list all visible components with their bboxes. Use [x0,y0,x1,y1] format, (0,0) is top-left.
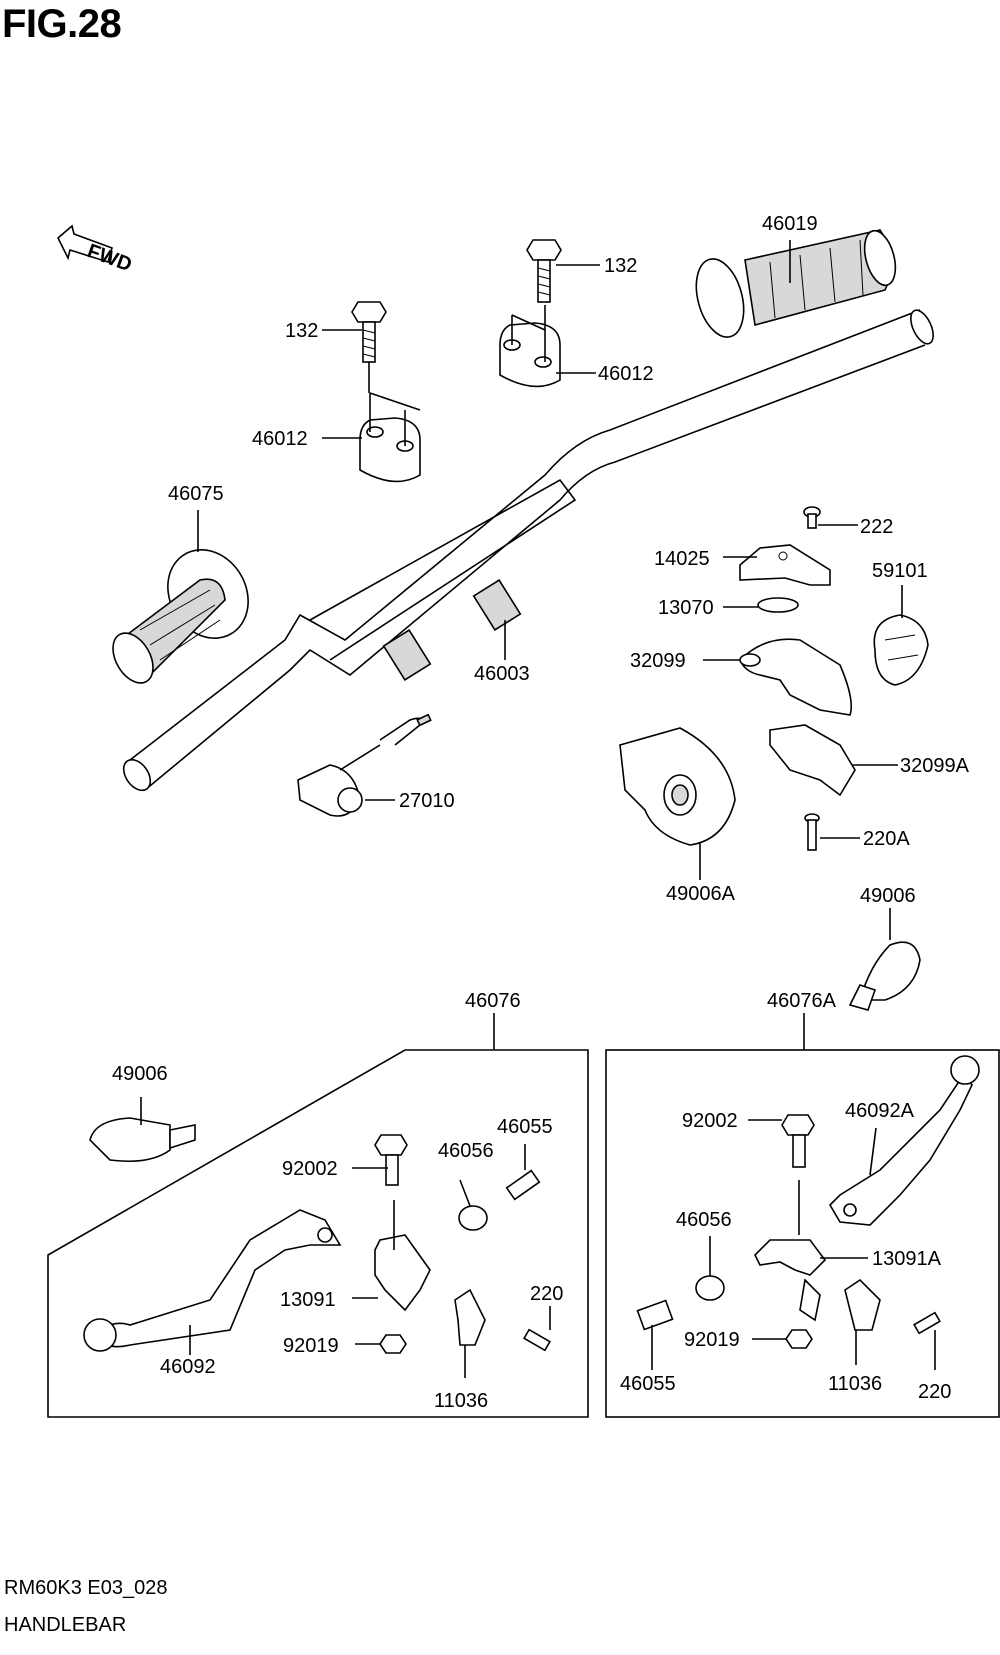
housing-upper-part [739,638,853,716]
label-13091A: 13091A [872,1248,942,1270]
label-13091: 13091 [280,1289,336,1311]
cover-part [739,544,831,586]
throttle-part [873,614,929,686]
housing-lower-part [769,724,856,797]
label-46092A: 46092A [845,1100,915,1122]
label-92019-left: 92019 [283,1335,339,1357]
label-14025: 14025 [654,548,710,570]
clamp-11036-left-part [454,1288,486,1346]
label-46055-left: 46055 [497,1116,553,1138]
fwd-label: FWD [84,240,134,276]
label-46019: 46019 [762,213,818,235]
fwd-arrow-icon: FWD [57,224,135,276]
label-46075: 46075 [168,483,224,505]
guard-left-part [89,1117,196,1163]
label-220A: 220A [863,828,910,850]
lever-assy-left-frame [47,1013,589,1418]
guard-inner-part [619,727,736,846]
label-27010: 27010 [399,790,455,812]
screw-220-left-part [523,1328,551,1352]
label-46092: 46092 [160,1356,216,1378]
clamp-13070-part [757,597,799,613]
label-46056-left: 46056 [438,1140,494,1162]
label-132-right: 132 [604,255,637,277]
holder-13091A-part [754,1239,827,1322]
lever-left-part [83,1209,342,1352]
screw-220A-part [804,813,820,851]
holder-left-part [359,392,421,483]
label-92002-left: 92002 [282,1158,338,1180]
label-11036-right: 11036 [828,1373,882,1395]
label-46003: 46003 [474,663,530,685]
label-46055-right: 46055 [620,1373,676,1395]
bolt-92002-left-part [374,1134,408,1186]
adjuster-46055-left-part [505,1169,541,1201]
figure-title: FIG.28 [2,2,122,46]
label-32099A: 32099A [900,755,970,777]
bolt-92002-right-part [781,1114,815,1235]
label-11036-left: 11036 [434,1390,488,1412]
nut-46056-right-part [695,1275,725,1301]
adjuster-46055-right-part [636,1299,674,1331]
bolt-left-part [351,301,387,393]
handlebar-part [122,309,934,792]
lever-right-part [828,1055,980,1226]
lever-assy-right-frame [605,1013,1000,1418]
screw-220-right-part [913,1311,941,1335]
switch-part [297,713,432,817]
guard-right-part [848,941,921,1011]
label-49006A: 49006A [666,883,736,905]
label-46012-left: 46012 [252,428,308,450]
label-46012-right: 46012 [598,363,654,385]
label-92002-right: 92002 [682,1110,738,1132]
nut-92019-left-part [379,1334,407,1354]
label-49006-right: 49006 [860,885,916,907]
label-132-left: 132 [285,320,318,342]
label-92019-right: 92019 [684,1329,740,1351]
clamp-11036-right-part [844,1278,881,1331]
nut-92019-right-part [785,1329,813,1349]
screw-222-part [803,506,821,529]
bolt-right-part [526,239,562,303]
part-labels: 132 132 46012 46012 46019 46075 46003 22… [112,213,970,1412]
holder-13091-part [374,1200,431,1312]
label-49006-left: 49006 [112,1063,168,1085]
grip-right-part [695,229,897,338]
label-220-right: 220 [918,1381,951,1403]
label-46076A: 46076A [767,990,837,1012]
label-46056-right: 46056 [676,1209,732,1231]
label-220-left: 220 [530,1283,563,1305]
nut-46056-left-part [458,1205,488,1231]
grip-left-part [112,549,249,684]
leader-lines [140,240,936,1378]
diagram-name: HANDLEBAR [4,1614,127,1636]
label-46076: 46076 [465,990,521,1012]
label-59101: 59101 [872,560,928,582]
label-32099: 32099 [630,650,686,672]
label-222: 222 [860,516,893,538]
holder-right-part [499,305,561,388]
label-13070: 13070 [658,597,714,619]
diagram-code: RM60K3 E03_028 [4,1577,168,1599]
